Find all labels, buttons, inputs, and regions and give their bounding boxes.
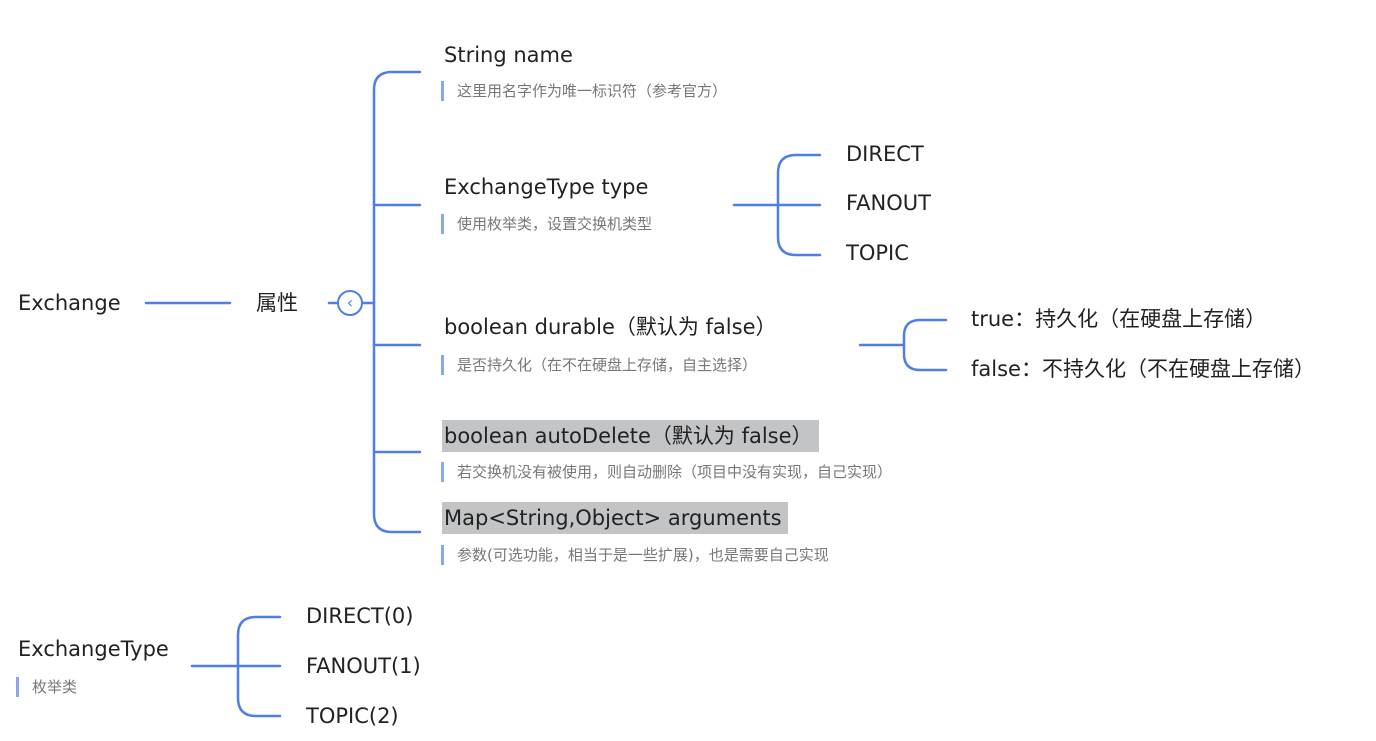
field-arguments-note: 参数(可选功能，相当于是一些扩展)，也是需要自己实现 (441, 545, 829, 565)
exchangetype-value-topic[interactable]: TOPIC(2) (306, 704, 399, 728)
durable-option-true[interactable]: true：持久化（在硬盘上存储） (971, 307, 1267, 331)
attrs-label[interactable]: 属性 (256, 291, 298, 315)
field-type[interactable]: ExchangeType type (444, 175, 649, 199)
exchange-root[interactable]: Exchange (18, 291, 121, 315)
field-autodelete-note: 若交换机没有被使用，则自动删除（项目中没有实现，自己实现） (441, 462, 892, 482)
collapse-toggle[interactable]: ‹ (337, 290, 363, 316)
field-name[interactable]: String name (444, 43, 573, 67)
exchangetype-value-fanout[interactable]: FANOUT(1) (306, 654, 421, 678)
exchangetype-root[interactable]: ExchangeType (18, 637, 169, 661)
field-arguments[interactable]: Map<String,Object> arguments (442, 502, 788, 534)
type-value-fanout[interactable]: FANOUT (846, 191, 931, 215)
exchangetype-value-direct[interactable]: DIRECT(0) (306, 604, 414, 628)
bracket-fields (372, 70, 422, 534)
durable-option-false[interactable]: false：不持久化（不在硬盘上存储） (971, 357, 1315, 381)
type-value-direct[interactable]: DIRECT (846, 142, 924, 166)
chevron-left-icon: ‹ (346, 293, 354, 312)
type-value-topic[interactable]: TOPIC (846, 241, 909, 265)
exchangetype-note: 枚举类 (16, 677, 77, 697)
field-type-note: 使用枚举类，设置交换机类型 (441, 214, 652, 234)
field-name-note: 这里用名字作为唯一标识符（参考官方） (441, 81, 727, 101)
bracket-durable-options (902, 318, 948, 372)
field-durable-note: 是否持久化（在不在硬盘上存储，自主选择） (441, 355, 757, 375)
field-durable[interactable]: boolean durable（默认为 false） (444, 315, 777, 339)
field-autodelete[interactable]: boolean autoDelete（默认为 false） (442, 420, 819, 452)
